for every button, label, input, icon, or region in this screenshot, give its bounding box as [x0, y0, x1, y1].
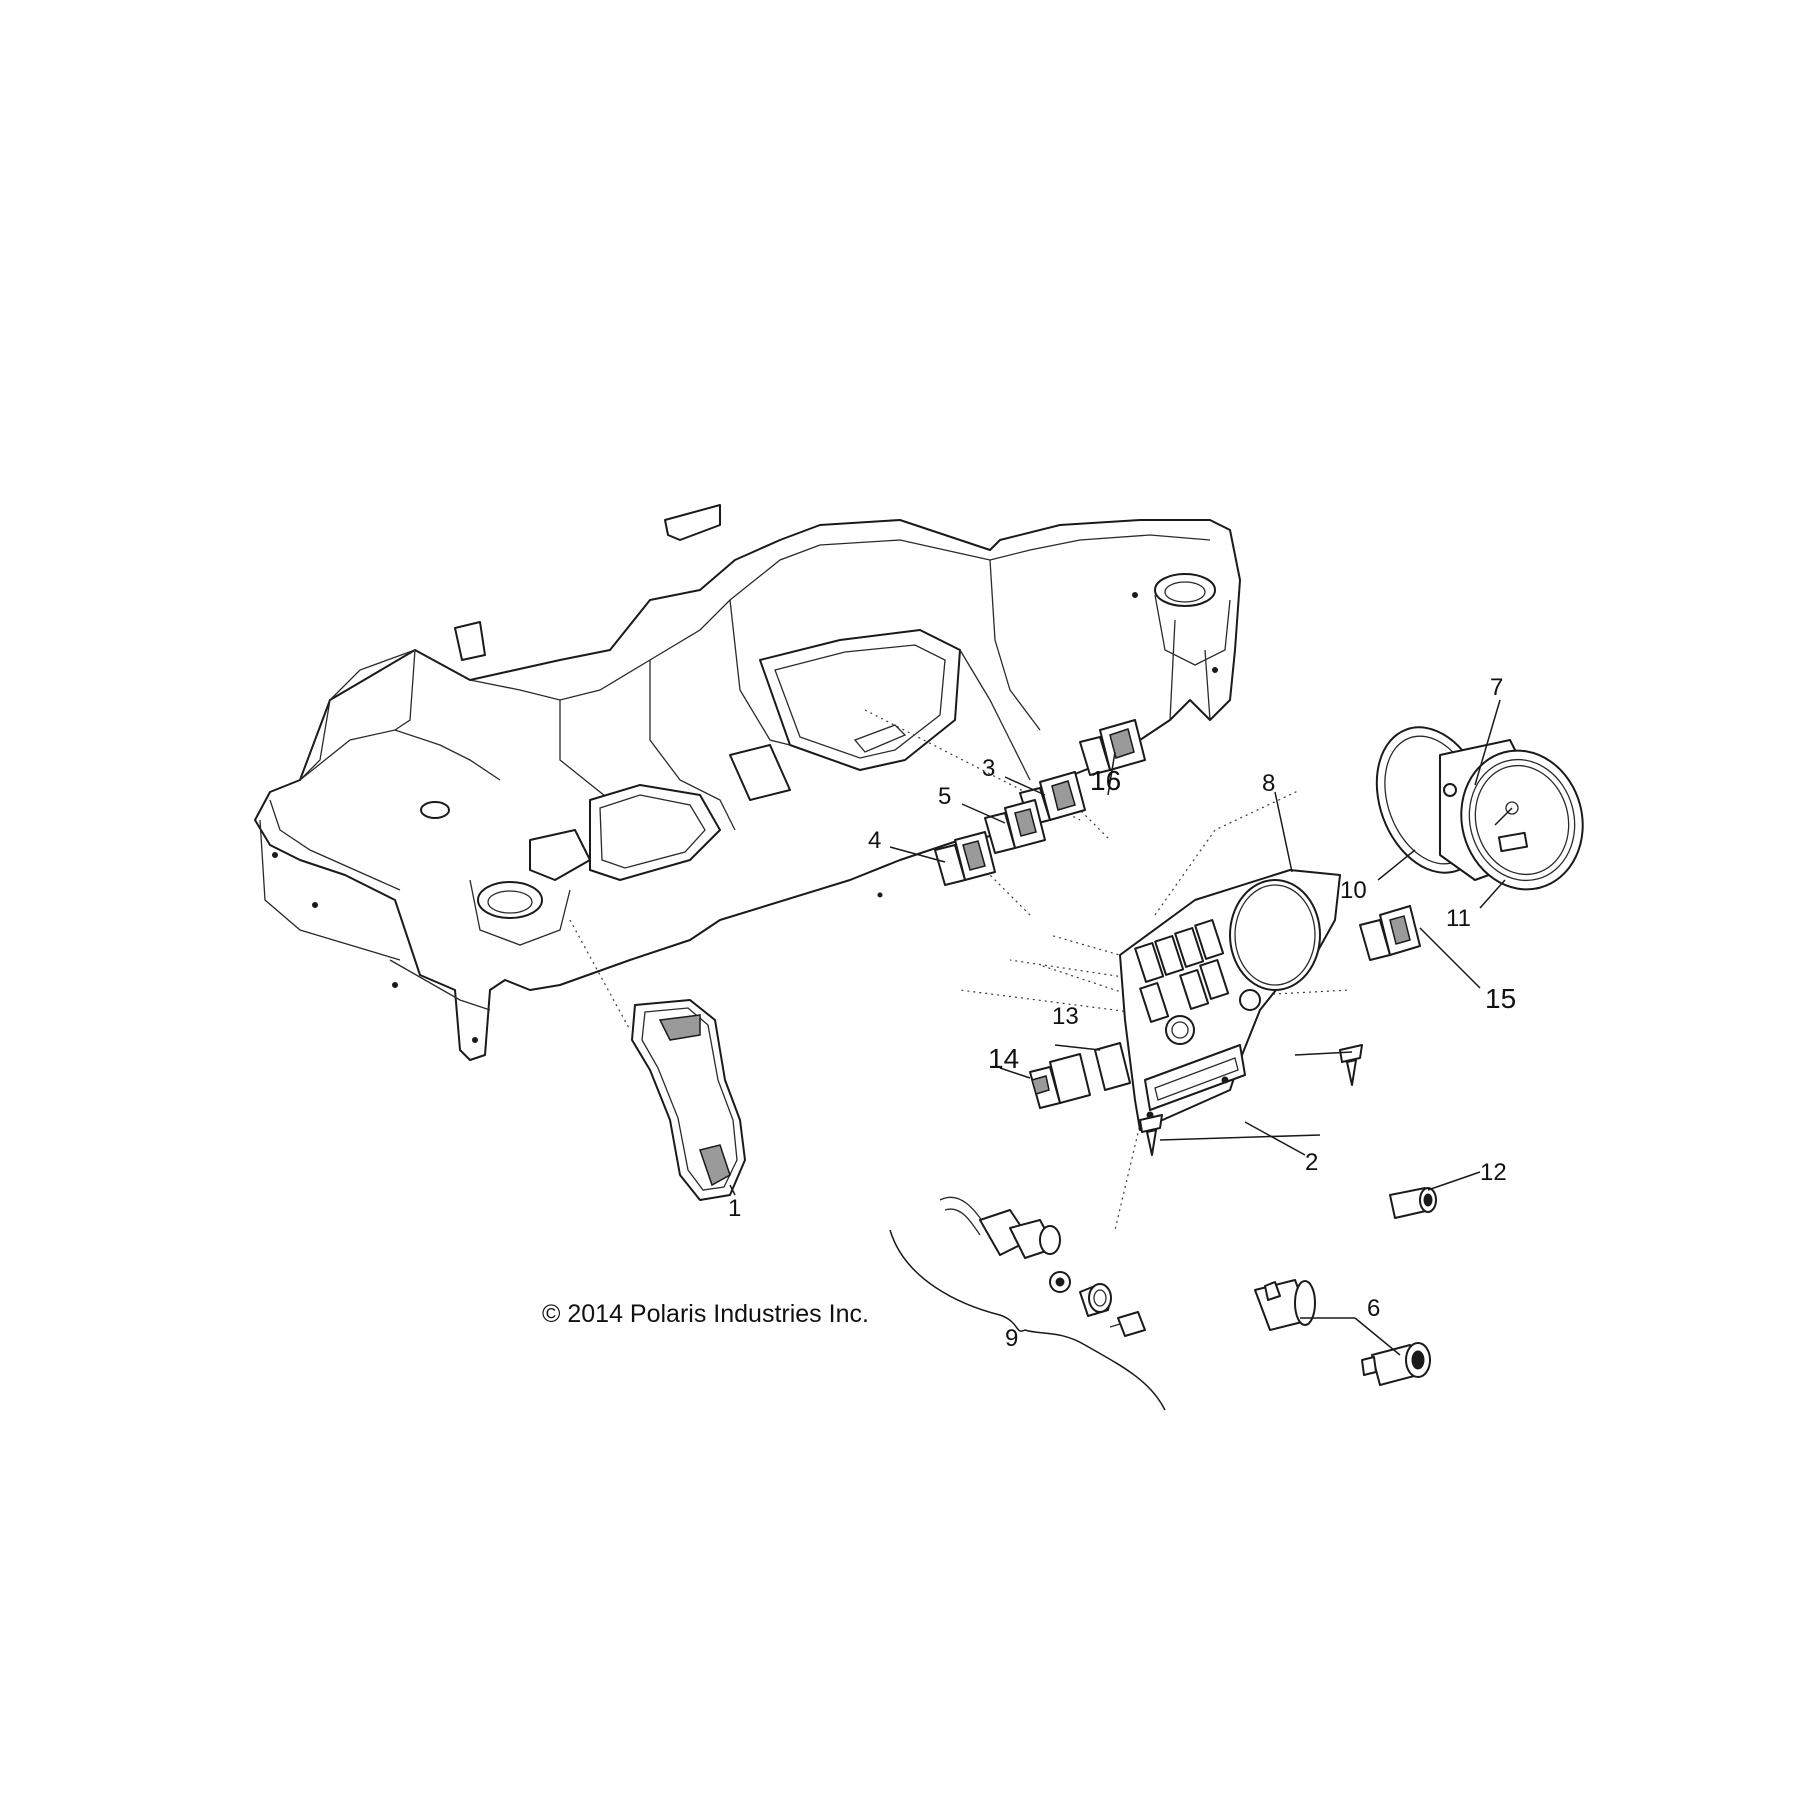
- callout-1: 1: [728, 1195, 741, 1222]
- part-8-instrument-bezel: [1119, 869, 1341, 1131]
- callout-15: 15: [1485, 983, 1516, 1014]
- dashboard-body: [254, 504, 1241, 1061]
- part-5-switch: [984, 799, 1046, 854]
- part-9-ignition: [889, 1196, 1166, 1411]
- callout-16: 16: [1090, 765, 1121, 796]
- part-14-switch: [1029, 1053, 1091, 1109]
- callout-9: 9: [1005, 1325, 1018, 1352]
- part-2-fasteners: [1139, 1044, 1363, 1156]
- callout-7: 7: [1490, 674, 1503, 701]
- callout-13: 13: [1052, 1003, 1079, 1030]
- callout-12: 12: [1480, 1159, 1507, 1186]
- part-12-indicator: [1389, 1187, 1437, 1219]
- callout-14: 14: [988, 1043, 1019, 1074]
- callout-2: 2: [1305, 1149, 1318, 1176]
- part-13-blank-plug: [1094, 1042, 1131, 1091]
- callout-6: 6: [1367, 1295, 1380, 1322]
- part-1-shift-boot: [631, 999, 746, 1201]
- part-11-speedometer: [1439, 739, 1584, 891]
- part-15-switch: [1359, 905, 1421, 961]
- part-16-switch: [1079, 719, 1146, 776]
- part-6-power-outlet: [1254, 1279, 1431, 1386]
- callout-4: 4: [868, 827, 881, 854]
- callout-leaders: [729, 699, 1506, 1356]
- callout-5: 5: [938, 783, 951, 810]
- copyright-notice: © 2014 Polaris Industries Inc.: [542, 1300, 869, 1328]
- callout-8: 8: [1262, 770, 1275, 797]
- part-4-switch: [934, 831, 996, 886]
- callout-10: 10: [1340, 877, 1367, 904]
- callout-11: 11: [1446, 905, 1471, 932]
- callout-3: 3: [982, 755, 995, 782]
- part-3-switch: [1019, 771, 1086, 826]
